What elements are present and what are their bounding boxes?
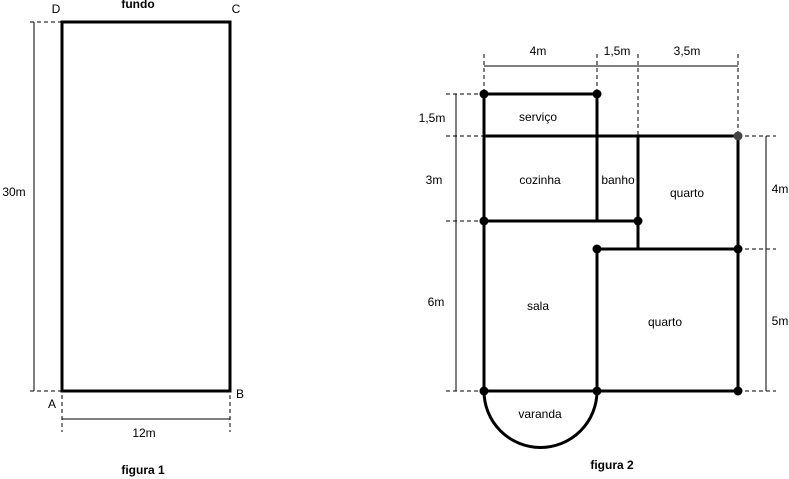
node-dot xyxy=(479,216,489,226)
width-label: 12m xyxy=(132,426,155,440)
figure-2: 4m 1,5m 3,5m 1,5m 3m 6m 4m 5m xyxy=(419,44,789,472)
room-label-banho: banho xyxy=(601,173,635,187)
node-dot xyxy=(633,216,643,226)
right-dim-label-2: 5m xyxy=(772,314,789,328)
node-dots xyxy=(479,89,743,396)
left-dim-label-1: 1,5m xyxy=(419,111,446,125)
corner-c-label: C xyxy=(232,2,241,16)
room-label-quarto-bottom: quarto xyxy=(648,315,682,329)
servico-walls xyxy=(482,92,599,138)
top-dim-label-1: 4m xyxy=(530,44,547,58)
height-label: 30m xyxy=(2,185,25,199)
figure-1: 30m 12m D C A B fundo figura 1 xyxy=(2,0,244,477)
node-dot xyxy=(733,131,743,141)
room-label-cozinha: cozinha xyxy=(519,173,561,187)
node-dot xyxy=(479,89,489,99)
corner-d-label: D xyxy=(52,2,61,16)
node-dot xyxy=(592,386,602,396)
varanda-arc xyxy=(482,389,599,449)
node-dot xyxy=(733,244,743,254)
top-label: fundo xyxy=(121,0,154,11)
corner-b-label: B xyxy=(236,387,244,401)
room-label-servico: serviço xyxy=(519,110,557,124)
left-dim-label-3: 6m xyxy=(428,295,445,309)
figure-2-caption: figura 2 xyxy=(590,458,634,472)
node-dot xyxy=(592,244,602,254)
node-dot xyxy=(733,386,743,396)
node-dot xyxy=(592,89,602,99)
left-dim-label-2: 3m xyxy=(426,173,443,187)
top-dim-label-3: 3,5m xyxy=(674,44,701,58)
corner-a-label: A xyxy=(48,397,56,411)
node-dot xyxy=(479,386,489,396)
room-label-sala: sala xyxy=(527,299,549,313)
figure-1-caption: figura 1 xyxy=(121,463,165,477)
lot-rectangle xyxy=(60,20,232,393)
right-dim-label-1: 4m xyxy=(772,182,789,196)
top-dim-label-2: 1,5m xyxy=(604,44,631,58)
floor-plan-walls xyxy=(482,92,740,449)
room-label-varanda: varanda xyxy=(518,407,562,421)
room-label-quarto-top: quarto xyxy=(670,186,704,200)
